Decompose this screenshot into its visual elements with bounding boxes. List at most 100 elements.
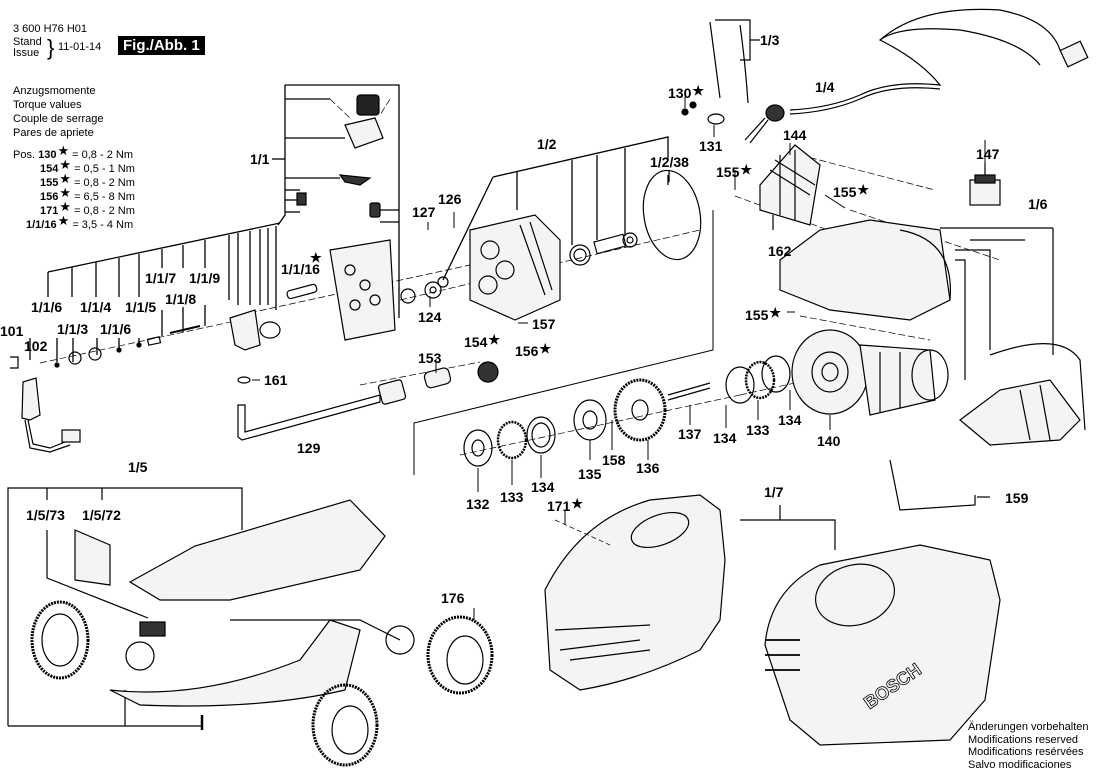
part-label-1-1[interactable]: 1/1: [250, 151, 270, 167]
torque-value: = 3,5 - 4 Nm: [72, 219, 134, 231]
part-label-155[interactable]: 155★: [745, 305, 781, 323]
valve-block-drawing: [229, 94, 449, 384]
part-label-1-1-6[interactable]: 1/1/6: [31, 299, 63, 315]
star-icon: ★: [488, 332, 501, 347]
part-number: 155: [716, 164, 740, 180]
part-label-155[interactable]: 155★: [833, 182, 869, 200]
notice-fr: Modifications resérvées: [968, 746, 1084, 758]
part-number: 3 600 H76 H01: [13, 23, 87, 35]
issue-date: 11-01-14: [58, 41, 102, 53]
part-label-1-7[interactable]: 1/7: [764, 484, 784, 500]
torque-pos: 156: [40, 191, 59, 203]
part-label-1-1-4[interactable]: 1/1/4: [80, 299, 112, 315]
part-label-155[interactable]: 155★: [716, 162, 752, 180]
part-label-129[interactable]: 129: [297, 440, 321, 456]
torque-row: 171★ = 0,8 - 2 Nm: [40, 200, 135, 218]
part-label-156[interactable]: 156★: [515, 341, 551, 359]
part-label-136[interactable]: 136: [636, 460, 660, 476]
part-label-127[interactable]: 127: [412, 204, 436, 220]
part-label-1-1-6[interactable]: 1/1/6: [100, 321, 132, 337]
notice-de: Änderungen vorbehalten: [968, 721, 1089, 733]
part-label-1-3[interactable]: 1/3: [760, 32, 780, 48]
part-label-134[interactable]: 134: [778, 412, 802, 428]
torque-pos: 130: [38, 149, 57, 161]
part-number: 156: [515, 343, 539, 359]
part-number: 1/1/16: [281, 261, 320, 277]
star-icon: ★: [59, 157, 72, 172]
leader-lines-1-2: [442, 136, 670, 281]
part-label-1-1-5[interactable]: 1/1/5: [125, 299, 157, 315]
part-label-1-1-8[interactable]: 1/1/8: [165, 291, 197, 307]
part-label-162[interactable]: 162: [768, 243, 792, 259]
star-icon: ★: [310, 250, 322, 265]
part-label-1-2-38[interactable]: 1/2/38: [650, 154, 689, 170]
torque-pos: 171: [40, 205, 59, 217]
part-label-102[interactable]: 102: [24, 338, 48, 354]
part-label-158[interactable]: 158: [602, 452, 626, 468]
power-cable-drawing: [681, 8, 1089, 144]
part-label-137[interactable]: 137: [678, 426, 702, 442]
star-icon: ★: [59, 171, 72, 186]
part-number: 155: [833, 184, 857, 200]
part-label-140[interactable]: 140: [817, 433, 841, 449]
pos-prefix: Pos.: [13, 149, 36, 161]
part-label-1-5-73[interactable]: 1/5/73: [26, 507, 65, 523]
part-number: 155: [745, 307, 769, 323]
figure-label: Fig./Abb. 1: [118, 36, 205, 55]
part-label-1-4[interactable]: 1/4: [815, 79, 835, 95]
torque-title-fr: Couple de serrage: [13, 113, 104, 125]
part-label-171[interactable]: 171★: [547, 496, 583, 514]
part-label-1-2[interactable]: 1/2: [537, 136, 557, 152]
part-label-161[interactable]: 161: [264, 372, 288, 388]
part-label-133[interactable]: 133: [746, 422, 770, 438]
star-icon: ★: [692, 83, 705, 98]
part-label-135[interactable]: 135: [578, 466, 602, 482]
part-label-132[interactable]: 132: [466, 496, 490, 512]
star-icon: ★: [539, 341, 552, 356]
part-label-131[interactable]: 131: [699, 138, 723, 154]
part-label-1-5-72[interactable]: 1/5/72: [82, 507, 121, 523]
part-label-1-1-3[interactable]: 1/1/3: [57, 321, 89, 337]
part-label-124[interactable]: 124: [418, 309, 442, 325]
stand-label: Stand: [13, 36, 42, 48]
gear-train-drawing: [463, 355, 791, 467]
torque-row: 155★ = 0,8 - 2 Nm: [40, 172, 135, 190]
filter-drawing: [759, 144, 821, 230]
modifications-notice: Änderungen vorbehalten Modifications res…: [968, 721, 1088, 771]
torque-pos: 1/1/16: [26, 219, 57, 231]
part-label-1-6[interactable]: 1/6: [1028, 196, 1048, 212]
part-label-126[interactable]: 126: [438, 191, 462, 207]
part-label-157[interactable]: 157: [532, 316, 556, 332]
part-label-130[interactable]: 130★: [668, 83, 704, 101]
torque-row: 154★ = 0,5 - 1 Nm: [40, 158, 135, 176]
part-label-1-1-16[interactable]: 1/1/16: [281, 262, 320, 277]
star-icon: ★: [857, 182, 870, 197]
torque-title-es: Pares de apriete: [13, 127, 94, 139]
lance-drawing: [237, 361, 499, 441]
housing-shells-drawing: [544, 459, 1001, 746]
part-label-147[interactable]: 147: [976, 146, 1000, 162]
part-label-153[interactable]: 153: [418, 350, 442, 366]
part-number: 171: [547, 498, 571, 514]
part-label-134[interactable]: 134: [531, 479, 555, 495]
part-label-101[interactable]: 101: [0, 323, 24, 339]
star-icon: ★: [57, 143, 70, 158]
part-label-159[interactable]: 159: [1005, 490, 1029, 506]
part-number: 130: [668, 85, 692, 101]
part-label-134[interactable]: 134: [713, 430, 737, 446]
part-label-1-1-7[interactable]: 1/1/7: [145, 270, 177, 286]
leader-ticks: [252, 97, 986, 620]
part-label-144[interactable]: 144: [783, 127, 807, 143]
notice-en: Modifications reserved: [968, 733, 1079, 746]
star-icon: ★: [59, 185, 72, 200]
star-icon: ★: [740, 162, 753, 177]
gear-group-outline: [413, 210, 714, 475]
torque-pos: 155: [40, 177, 59, 189]
part-label-133[interactable]: 133: [500, 489, 524, 505]
part-label-1-5[interactable]: 1/5: [128, 459, 148, 475]
torque-legend-titles: Anzugsmomente Torque values Couple de se…: [13, 84, 104, 140]
part-label-154[interactable]: 154★: [464, 332, 500, 350]
fan-cowl-drawing: [779, 219, 1086, 446]
part-label-176[interactable]: 176: [441, 590, 465, 606]
part-label-1-1-9[interactable]: 1/1/9: [189, 270, 221, 286]
